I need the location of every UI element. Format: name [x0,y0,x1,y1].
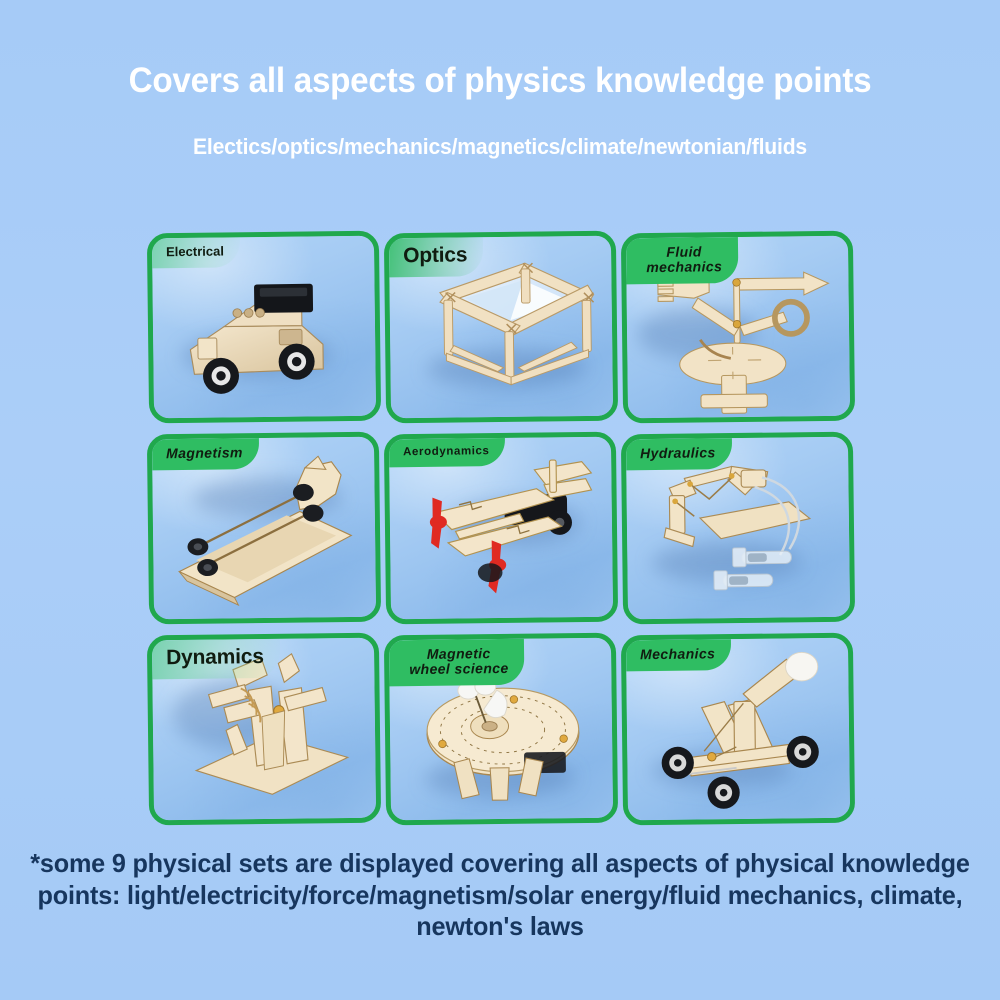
product-card-mechanics[interactable]: Mechanics [620,632,856,826]
product-photo-mechanics [625,637,851,821]
card-label-badge: Aerodynamics [388,437,506,468]
product-card-dynamics[interactable]: Dynamics [146,632,382,826]
product-card-optics[interactable]: Optics [383,230,619,424]
card-label-badge: Hydraulics [625,438,732,471]
page-title: Covers all aspects of physics knowledge … [128,61,872,100]
product-photo-magnetic-wheel-science [388,637,614,821]
model-illustration-maglev [177,455,353,607]
model-illustration-plane [429,459,593,594]
model-illustration-catapult [661,651,819,809]
product-card-hydraulics[interactable]: Hydraulics [620,431,856,625]
product-photo-optics [388,235,614,419]
product-grid: Electrical [146,230,860,826]
card-label-badge: Electrical [151,237,241,269]
product-photo-aerodynamics [388,436,614,620]
product-photo-magnetism [151,436,377,620]
product-photo-hydraulics [625,436,851,620]
product-card-magnetism[interactable]: Magnetism [146,431,382,625]
card-label-badge: Magnetic wheel science [388,638,525,687]
card-label-badge: Magnetism [151,438,260,471]
card-label-badge: Optics [388,237,484,278]
card-label-badge: Fluid mechanics [625,236,739,285]
model-illustration-windmill [194,652,350,795]
product-card-aerodynamics[interactable]: Aerodynamics [383,431,619,625]
product-photo-dynamics [151,637,377,821]
product-card-electrical[interactable]: Electrical [146,230,382,424]
headline-block: Covers all aspects of physics knowledge … [0,61,1000,160]
card-label-badge: Dynamics [151,638,280,680]
product-card-fluid-mechanics[interactable]: Fluid mechanics [620,230,856,424]
card-label-badge: Mechanics [625,639,732,672]
model-illustration-car [189,283,324,394]
model-illustration-magwheel [426,677,580,801]
model-illustration-prism [438,262,595,386]
model-illustration-excavator [663,465,812,591]
footer-note: *some 9 physical sets are displayed cove… [30,848,970,942]
product-card-magnetic-wheel-science[interactable]: Magnetic wheel science [383,632,619,826]
page-subtitle: Electics/optics/mechanics/magnetics/clim… [192,133,808,159]
product-photo-electrical [151,235,377,419]
